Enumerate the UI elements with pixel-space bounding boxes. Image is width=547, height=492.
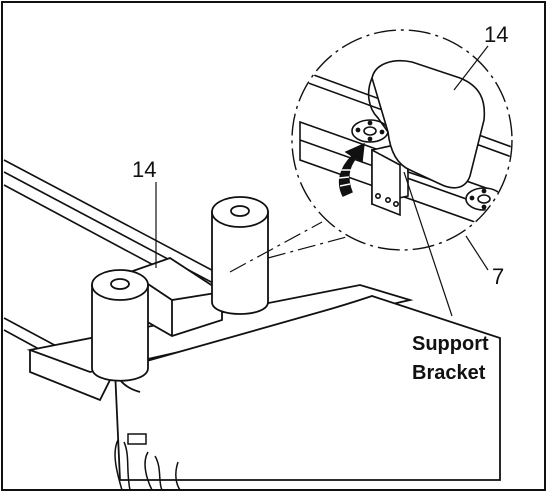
callout-leaders <box>155 45 489 317</box>
callout-14-left: 14 <box>132 157 156 182</box>
callout-14-top: 14 <box>484 22 508 47</box>
shoulder-rest-front <box>91 269 149 382</box>
detail-view <box>291 29 513 251</box>
support-bracket-label-line1: Support <box>412 333 489 355</box>
shoulder-rest-back <box>211 196 269 315</box>
support-bracket-label-line2: Bracket <box>412 362 486 384</box>
cable-hooks <box>114 433 181 491</box>
detail-leader-lines <box>229 221 351 273</box>
callout-7: 7 <box>492 264 504 289</box>
headrest-pad <box>367 60 486 189</box>
rotation-arrow <box>338 142 365 197</box>
shoulder-block-left <box>129 257 223 337</box>
